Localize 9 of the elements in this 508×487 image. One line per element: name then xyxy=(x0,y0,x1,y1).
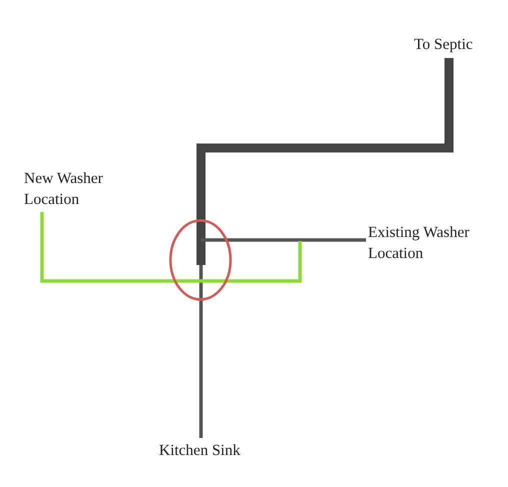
location-label: Existing Washer Location xyxy=(368,222,493,264)
location-label: New Washer Location xyxy=(24,168,124,210)
pipe-line xyxy=(227,241,302,283)
pipe-line xyxy=(196,58,454,219)
location-label: Kitchen Sink xyxy=(159,440,259,461)
location-label: To Septic xyxy=(414,34,494,55)
pipe-line xyxy=(199,301,203,438)
pipe-line xyxy=(227,238,366,242)
pipe-line xyxy=(40,212,173,283)
